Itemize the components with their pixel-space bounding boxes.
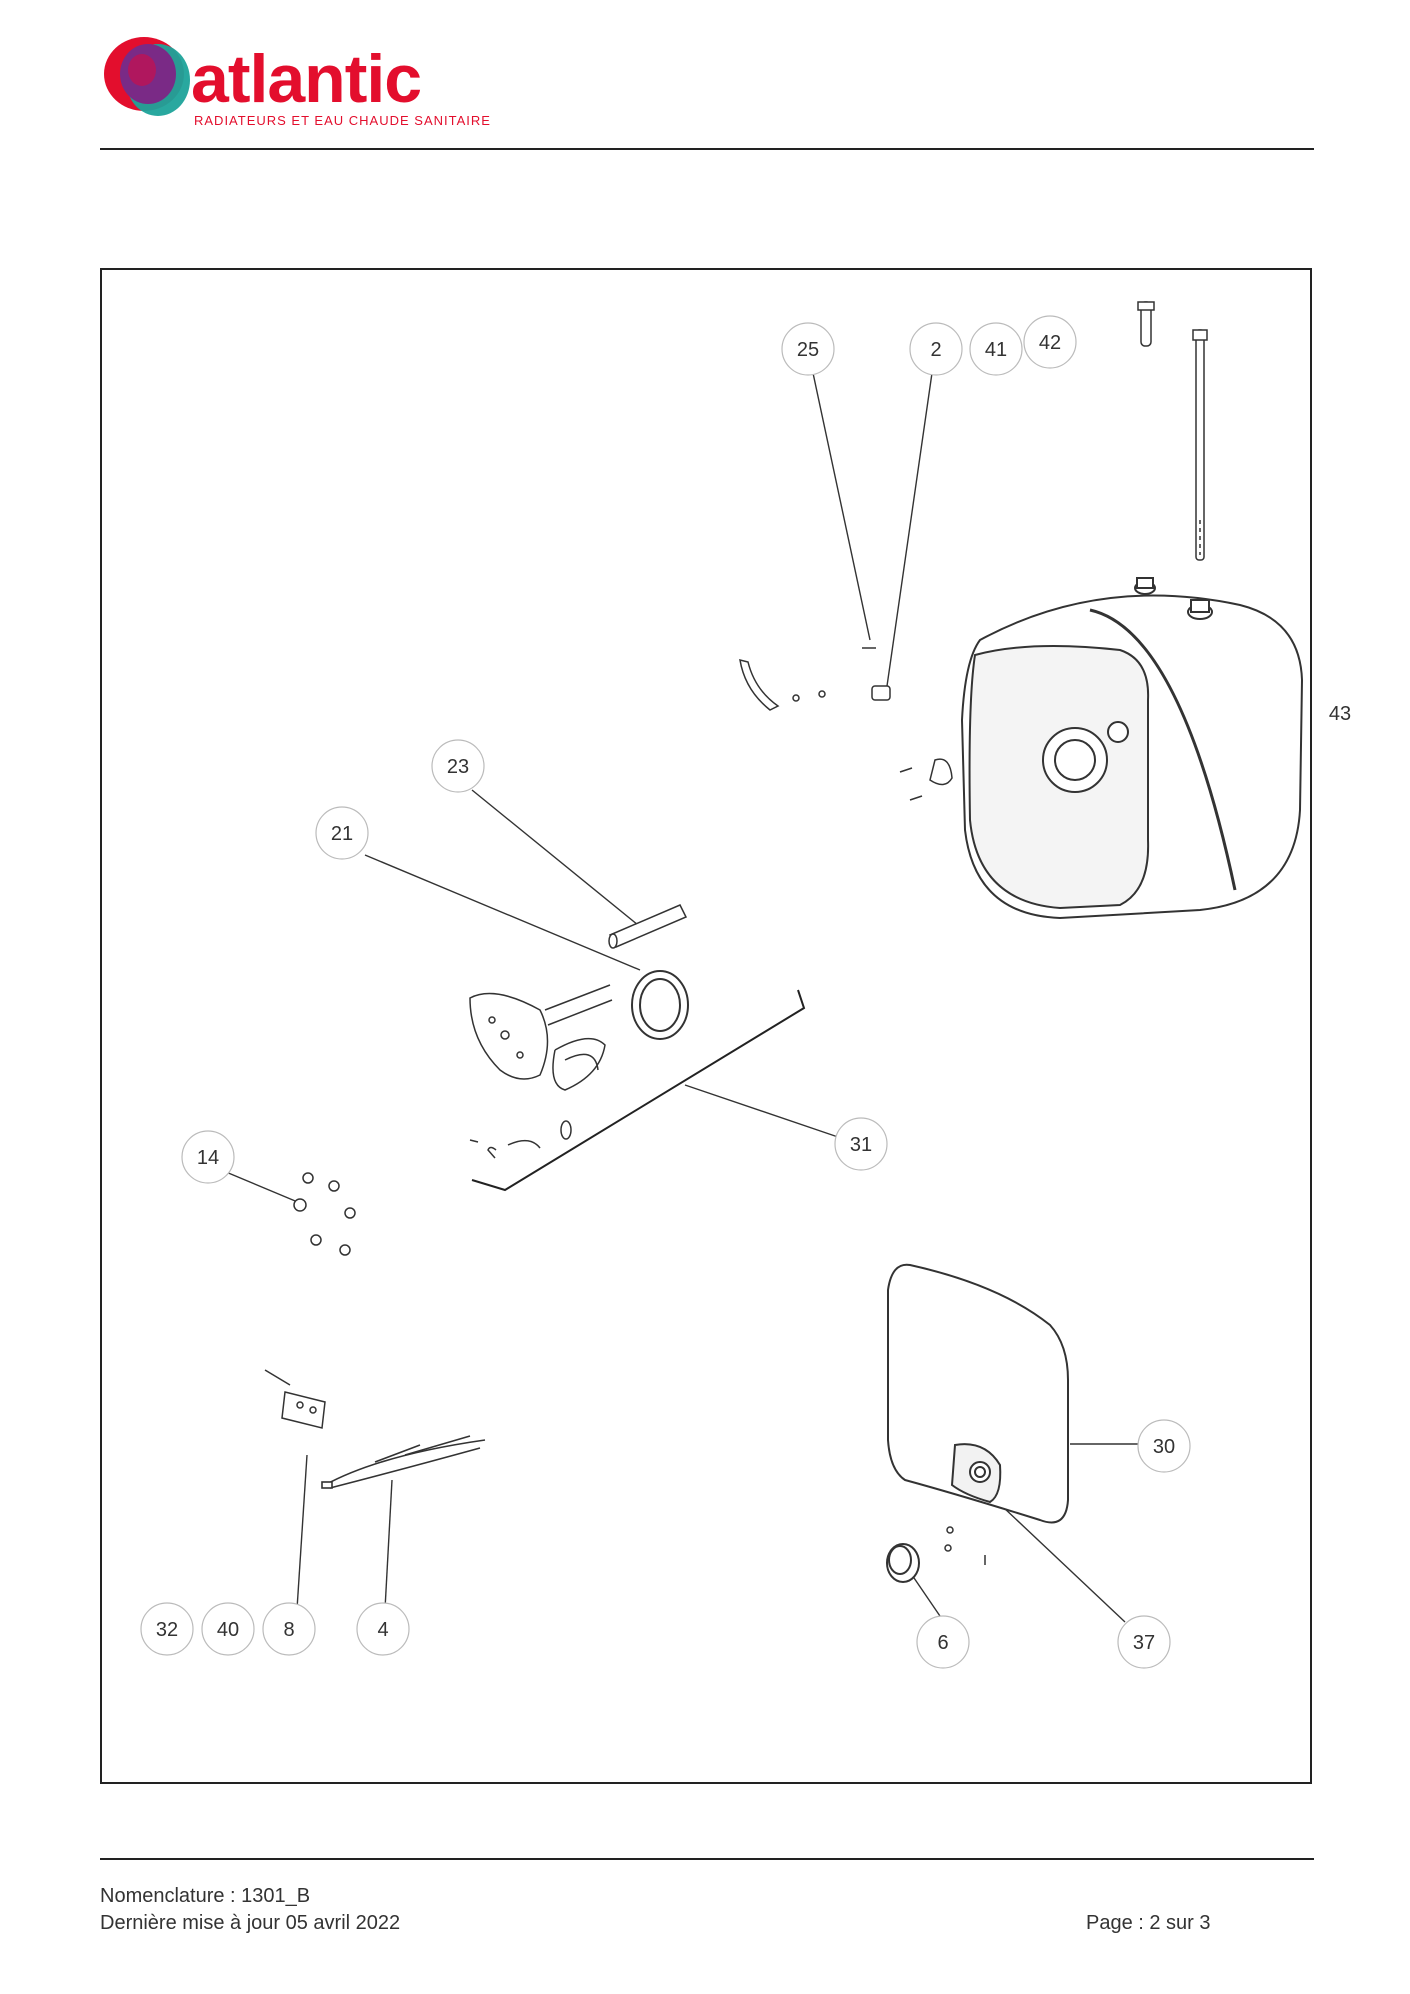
- callout-6: 6: [916, 1615, 970, 1669]
- callout-37: 37: [1117, 1615, 1171, 1669]
- anode-parts: [1137, 301, 1208, 561]
- svg-text:40: 40: [217, 1619, 239, 1641]
- knob-6: [886, 1543, 920, 1583]
- front-cover-30: [887, 1263, 1069, 1524]
- svg-text:8: 8: [283, 1619, 294, 1641]
- nomenclature-label: Nomenclature : 1301_B: [100, 1885, 311, 1907]
- header-rule: [100, 148, 1314, 150]
- callout-30: 30: [1137, 1419, 1191, 1473]
- svg-text:32: 32: [156, 1619, 178, 1641]
- callout-21: 21: [315, 806, 369, 860]
- callout-25: 25: [781, 322, 835, 376]
- callout-2: 2: [909, 322, 963, 376]
- svg-text:43: 43: [1329, 703, 1351, 725]
- svg-text:30: 30: [1153, 1436, 1175, 1458]
- footer-rule: [100, 1858, 1314, 1860]
- callout-14: 14: [181, 1130, 235, 1184]
- callout-8: 8: [262, 1602, 316, 1656]
- screws-37: [944, 1526, 986, 1565]
- diagram-frame: [100, 268, 1312, 1784]
- leader-lines: [225, 372, 1143, 1623]
- callout-4: 4: [356, 1602, 410, 1656]
- callout-40: 40: [201, 1602, 255, 1656]
- thermostat-bracket: [739, 647, 953, 801]
- page-number: Page : 2 sur 3: [1086, 1912, 1211, 1934]
- callout-41: 41: [969, 322, 1023, 376]
- last-updated-label: Dernière mise à jour 05 avril 2022: [100, 1912, 401, 1934]
- svg-text:4: 4: [377, 1619, 388, 1641]
- thermostat-8: [264, 1369, 326, 1429]
- wiring-harness-4: [321, 1435, 486, 1489]
- brand-name: atlantic: [191, 41, 421, 117]
- nuts-14: [293, 1172, 356, 1256]
- callout-23: 23: [431, 739, 485, 793]
- atlantic-logo: atlantic RADIATEURS ET EAU CHAUDE SANITA…: [104, 37, 491, 128]
- logo-mark-icon: [104, 37, 190, 116]
- gasket-ring-21: [631, 970, 689, 1040]
- callout-32: 32: [140, 1602, 194, 1656]
- callout-42: 42: [1023, 315, 1077, 369]
- svg-text:31: 31: [850, 1134, 872, 1156]
- svg-text:41: 41: [985, 339, 1007, 361]
- svg-text:14: 14: [197, 1147, 219, 1169]
- svg-text:42: 42: [1039, 332, 1061, 354]
- brand-tagline: RADIATEURS ET EAU CHAUDE SANITAIRE: [194, 113, 491, 128]
- svg-text:25: 25: [797, 339, 819, 361]
- svg-text:21: 21: [331, 823, 353, 845]
- kit-bracket-31: [471, 989, 806, 1192]
- water-heater-tank: [960, 577, 1304, 920]
- heating-element: [469, 984, 613, 1159]
- svg-text:37: 37: [1133, 1632, 1155, 1654]
- svg-text:2: 2: [930, 339, 941, 361]
- callout-31: 31: [834, 1117, 888, 1171]
- callout-43: 43: [1329, 703, 1351, 725]
- svg-text:6: 6: [937, 1632, 948, 1654]
- svg-text:23: 23: [447, 756, 469, 778]
- anode-tube-23: [608, 904, 688, 949]
